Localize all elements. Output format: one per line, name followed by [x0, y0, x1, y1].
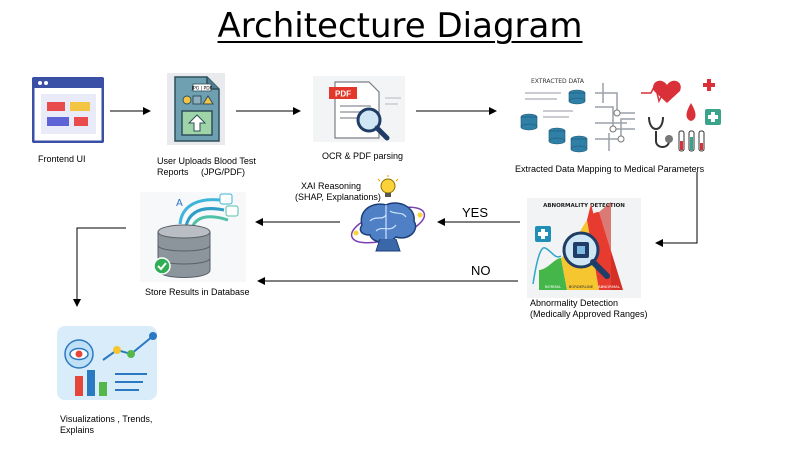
- upload-document-icon: JPG | PDF: [167, 73, 225, 145]
- arrow-store-to-visualizations: [73, 227, 126, 307]
- abnormality-label-line1: Abnormality Detection: [530, 298, 619, 308]
- abnormality-header-tag: ABNORMALITY DETECTION: [543, 203, 625, 209]
- xai-label-line1: XAI Reasoning: [301, 181, 362, 191]
- no-edge-label: NO: [471, 263, 491, 278]
- normal-zone-tag: NORMAL: [545, 284, 562, 289]
- pdf-tag: PDF: [335, 90, 351, 99]
- analytics-dashboard-icon: [51, 322, 163, 404]
- visualization-label-line2: Explains: [60, 425, 95, 435]
- abnormal-zone-tag: ABNORMAL: [598, 284, 621, 289]
- mapping-label: Extracted Data Mapping to Medical Parame…: [515, 164, 705, 174]
- abnormality-detection-icon: ABNORMALITY DETECTION NORMAL BORDERLINE …: [527, 198, 641, 298]
- database-icon: A: [140, 192, 246, 282]
- arrow-mapping-to-abnormality: [655, 172, 698, 247]
- ocr-label: OCR & PDF parsing: [322, 151, 404, 161]
- xai-label-line2: (SHAP, Explanations): [295, 192, 381, 202]
- svg-text:A: A: [176, 198, 183, 209]
- jpg-pdf-tag: JPG | PDF: [191, 86, 213, 92]
- upload-label-line2: Reports (JPG/PDF): [157, 167, 246, 177]
- abnormality-label-line2: (Medically Approved Ranges): [530, 309, 648, 319]
- data-mapping-icon: EXTRACTED DATA: [520, 78, 721, 153]
- ai-brain-icon: [350, 175, 426, 252]
- browser-window-icon: [32, 77, 104, 143]
- pdf-magnifier-icon: PDF: [313, 76, 405, 142]
- borderline-zone-tag: BORDERLINE: [569, 284, 594, 289]
- frontend-ui-label: Frontend UI: [38, 154, 86, 164]
- diagram-title: Architecture Diagram: [217, 6, 583, 46]
- upload-label-line1: User Uploads Blood Test: [157, 156, 256, 166]
- visualization-label-line1: Visualizations , Trends,: [60, 414, 153, 424]
- extracted-data-tag: EXTRACTED DATA: [531, 78, 585, 85]
- yes-edge-label: YES: [462, 205, 489, 220]
- store-label: Store Results in Database: [145, 287, 250, 297]
